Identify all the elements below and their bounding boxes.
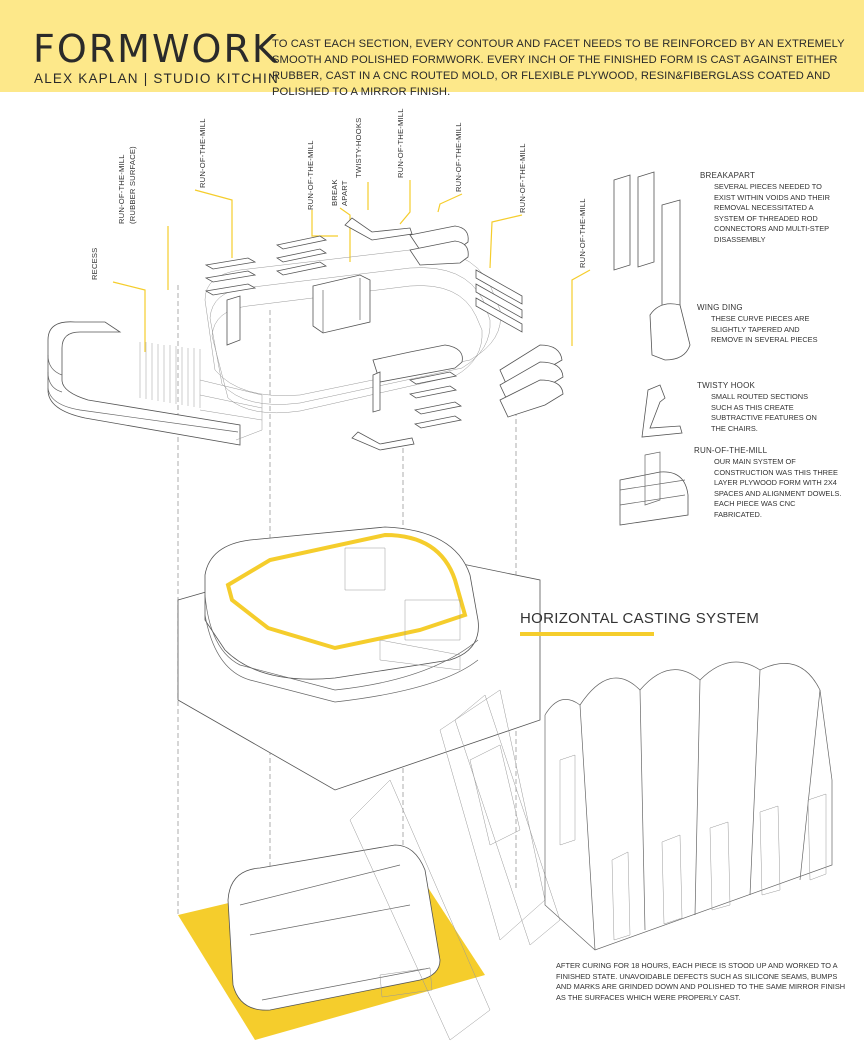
legend-rotm-title: RUN-OF-THE-MILL xyxy=(694,446,768,455)
legend-breakapart-title: BREAKAPART xyxy=(700,171,756,180)
section-underline xyxy=(520,632,654,636)
label-rotm-4: RUN-OF-THE-MILL xyxy=(454,122,463,192)
page-subtitle: ALEX KAPLAN | STUDIO KITCHIN xyxy=(34,71,279,86)
closing-paragraph: AFTER CURING FOR 18 HOURS, EACH PIECE IS… xyxy=(556,961,846,1002)
standing-panels xyxy=(544,661,833,951)
legend-icons xyxy=(613,171,691,526)
legend-wingding-body: THESE CURVE PIECES ARE SLIGHTLY TAPERED … xyxy=(711,314,818,344)
header-band xyxy=(0,0,864,92)
label-breakapart-a: BREAK xyxy=(330,179,339,206)
left-u-form xyxy=(47,321,263,446)
casting-base xyxy=(178,844,485,1040)
exploded-stack xyxy=(204,217,564,451)
label-rotm-6: RUN-OF-THE-MILL xyxy=(578,198,587,268)
legend-rotm-body: OUR MAIN SYSTEM OF CONSTRUCTION WAS THIS… xyxy=(714,457,842,519)
legend-breakapart-body: SEVERAL PIECES NEEDED TO EXIST WITHIN VO… xyxy=(714,182,830,244)
label-rotm-2: RUN-OF-THE-MILL xyxy=(306,140,315,210)
assembled-formwork xyxy=(177,526,541,791)
label-breakapart-b: APART xyxy=(340,180,349,206)
label-rotm-rubber-a: RUN-OF-THE-MILL xyxy=(117,154,126,224)
legend-twisty-title: TWISTY HOOK xyxy=(697,381,756,390)
label-rotm-5: RUN-OF-THE-MILL xyxy=(518,143,527,213)
label-recess: RECESS xyxy=(90,247,99,280)
label-rotm-3: RUN-OF-THE-MILL xyxy=(396,108,405,178)
page-title: FORMWORK xyxy=(33,27,279,71)
label-leaders xyxy=(112,180,591,352)
legend-wingding-title: WING DING xyxy=(697,303,743,312)
intro-paragraph: TO CAST EACH SECTION, EVERY CONTOUR AND … xyxy=(272,38,845,98)
label-rotm-1: RUN-OF-THE-MILL xyxy=(198,118,207,188)
label-twisty-hooks: TWISTY-HOOKS xyxy=(354,117,363,178)
label-rotm-rubber-b: (RUBBER SURFACE) xyxy=(128,146,137,224)
section-title: HORIZONTAL CASTING SYSTEM xyxy=(520,610,760,627)
legend-twisty-body: SMALL ROUTED SECTIONS SUCH AS THIS CREAT… xyxy=(711,392,817,433)
